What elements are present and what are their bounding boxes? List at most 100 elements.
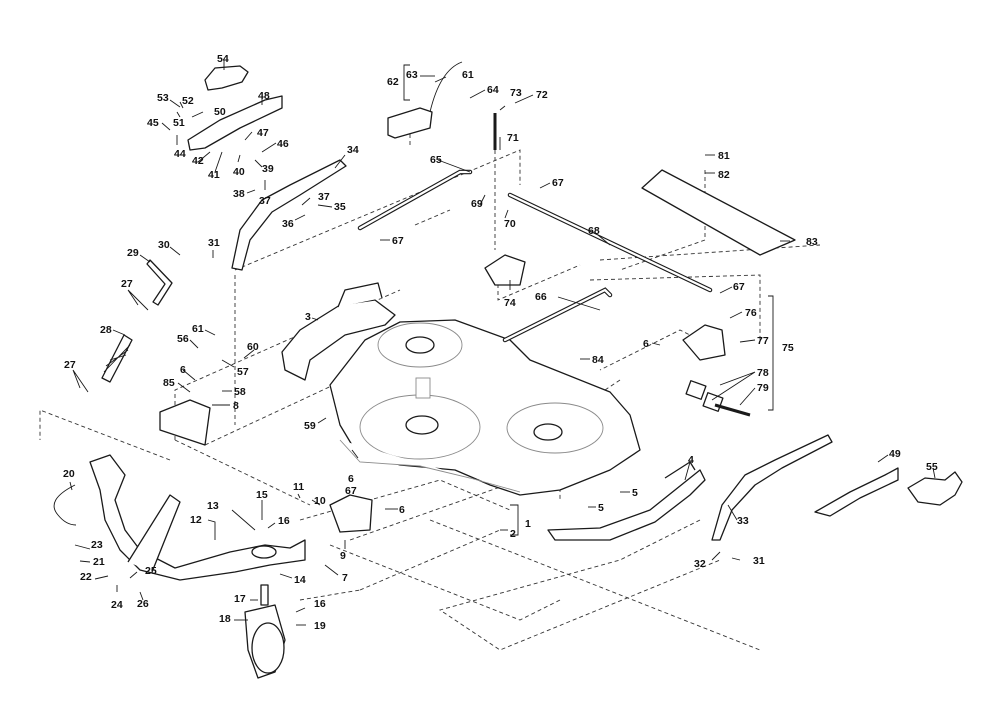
- callout-20[interactable]: 20: [63, 468, 75, 480]
- lever-plate-right-part[interactable]: [814, 467, 899, 517]
- callout-50[interactable]: 50: [214, 106, 226, 118]
- callout-27a[interactable]: 27: [121, 278, 133, 290]
- callout-2[interactable]: 2: [510, 528, 516, 540]
- callout-40[interactable]: 40: [233, 166, 245, 178]
- callout-36[interactable]: 36: [282, 218, 294, 230]
- callout-44[interactable]: 44: [174, 148, 186, 160]
- switch-62-part[interactable]: [387, 107, 433, 139]
- callout-54[interactable]: 54: [217, 53, 229, 65]
- callout-57[interactable]: 57: [237, 366, 249, 378]
- rod-66-part[interactable]: [502, 287, 613, 343]
- callout-66[interactable]: 66: [535, 291, 547, 303]
- callout-49[interactable]: 49: [889, 448, 901, 460]
- callout-23[interactable]: 23: [91, 539, 103, 551]
- callout-32[interactable]: 32: [694, 558, 706, 570]
- callout-34[interactable]: 34: [347, 144, 359, 156]
- callout-74[interactable]: 74: [504, 297, 516, 309]
- callout-6a[interactable]: 6: [399, 504, 405, 516]
- callout-41[interactable]: 41: [208, 169, 220, 181]
- callout-14[interactable]: 14: [294, 574, 306, 586]
- bracket-9-part[interactable]: [329, 494, 373, 533]
- callout-5b[interactable]: 5: [598, 502, 604, 514]
- callout-27b[interactable]: 27: [64, 359, 76, 371]
- callout-10[interactable]: 10: [314, 495, 326, 507]
- callout-59[interactable]: 59: [304, 420, 316, 432]
- cover-left-part[interactable]: [204, 65, 249, 91]
- callout-75[interactable]: 75: [782, 342, 794, 354]
- callout-13[interactable]: 13: [207, 500, 219, 512]
- callout-64[interactable]: 64: [487, 84, 499, 96]
- callout-58[interactable]: 58: [234, 386, 246, 398]
- callout-51[interactable]: 51: [173, 117, 185, 129]
- callout-6c[interactable]: 6: [180, 364, 186, 376]
- callout-12[interactable]: 12: [190, 514, 202, 526]
- callout-18[interactable]: 18: [219, 613, 231, 625]
- chain-29-part[interactable]: [146, 259, 173, 306]
- callout-33[interactable]: 33: [737, 515, 749, 527]
- callout-55[interactable]: 55: [926, 461, 938, 473]
- bracket-8-part[interactable]: [159, 399, 211, 446]
- cable-20-part[interactable]: [53, 484, 77, 526]
- callout-79[interactable]: 79: [757, 382, 769, 394]
- callout-39[interactable]: 39: [262, 163, 274, 175]
- pin-79-part[interactable]: [714, 403, 751, 417]
- callout-83[interactable]: 83: [806, 236, 818, 248]
- callout-42[interactable]: 42: [192, 155, 204, 167]
- callout-82[interactable]: 82: [718, 169, 730, 181]
- bracket-75-part[interactable]: [682, 324, 726, 361]
- callout-4[interactable]: 4: [688, 454, 694, 466]
- callout-71[interactable]: 71: [507, 132, 519, 144]
- callout-1[interactable]: 1: [525, 518, 531, 530]
- callout-61a[interactable]: 61: [192, 323, 204, 335]
- callout-76[interactable]: 76: [745, 307, 757, 319]
- callout-3[interactable]: 3: [305, 311, 311, 323]
- callout-73[interactable]: 73: [510, 87, 522, 99]
- cover-right-part[interactable]: [907, 471, 963, 506]
- callout-17[interactable]: 17: [234, 593, 246, 605]
- bracket-74-part[interactable]: [484, 254, 526, 286]
- callout-8[interactable]: 8: [233, 400, 239, 412]
- callout-25[interactable]: 25: [145, 565, 157, 577]
- callout-67b[interactable]: 67: [392, 235, 404, 247]
- callout-60[interactable]: 60: [247, 341, 259, 353]
- callout-68[interactable]: 68: [588, 225, 600, 237]
- callout-67a[interactable]: 67: [552, 177, 564, 189]
- deflector-plate-part[interactable]: [641, 169, 796, 256]
- callout-31b[interactable]: 31: [753, 555, 765, 567]
- lever-plate-left-part[interactable]: [187, 95, 283, 151]
- callout-37a[interactable]: 37: [318, 191, 330, 203]
- deck-lift-arm-right-part[interactable]: [711, 434, 833, 541]
- callout-29[interactable]: 29: [127, 247, 139, 259]
- rod-68-part[interactable]: [507, 192, 713, 293]
- callout-26[interactable]: 26: [137, 598, 149, 610]
- callout-78[interactable]: 78: [757, 367, 769, 379]
- callout-35[interactable]: 35: [334, 201, 346, 213]
- callout-63[interactable]: 63: [406, 69, 418, 81]
- callout-67d[interactable]: 67: [345, 485, 357, 497]
- front-axle-part[interactable]: [89, 454, 306, 581]
- callout-70[interactable]: 70: [504, 218, 516, 230]
- callout-16b[interactable]: 16: [314, 598, 326, 610]
- mower-deck-part[interactable]: [329, 319, 641, 496]
- callout-7[interactable]: 7: [342, 572, 348, 584]
- callout-38[interactable]: 38: [233, 188, 245, 200]
- callout-37b[interactable]: 37: [259, 195, 271, 207]
- callout-11[interactable]: 11: [293, 481, 304, 493]
- callout-6d[interactable]: 6: [643, 338, 649, 350]
- callout-16a[interactable]: 16: [278, 515, 290, 527]
- callout-6b[interactable]: 6: [348, 473, 354, 485]
- callout-21[interactable]: 21: [93, 556, 105, 568]
- callout-69[interactable]: 69: [471, 198, 483, 210]
- callout-85[interactable]: 85: [163, 377, 175, 389]
- callout-45[interactable]: 45: [147, 117, 159, 129]
- callout-28[interactable]: 28: [100, 324, 112, 336]
- callout-81[interactable]: 81: [718, 150, 730, 162]
- callout-52[interactable]: 52: [182, 95, 194, 107]
- callout-77[interactable]: 77: [757, 335, 769, 347]
- callout-31a[interactable]: 31: [208, 237, 220, 249]
- callout-47[interactable]: 47: [257, 127, 269, 139]
- callout-53[interactable]: 53: [157, 92, 169, 104]
- callout-22[interactable]: 22: [80, 571, 92, 583]
- caster-wheel-part[interactable]: [244, 584, 286, 679]
- callout-65[interactable]: 65: [430, 154, 442, 166]
